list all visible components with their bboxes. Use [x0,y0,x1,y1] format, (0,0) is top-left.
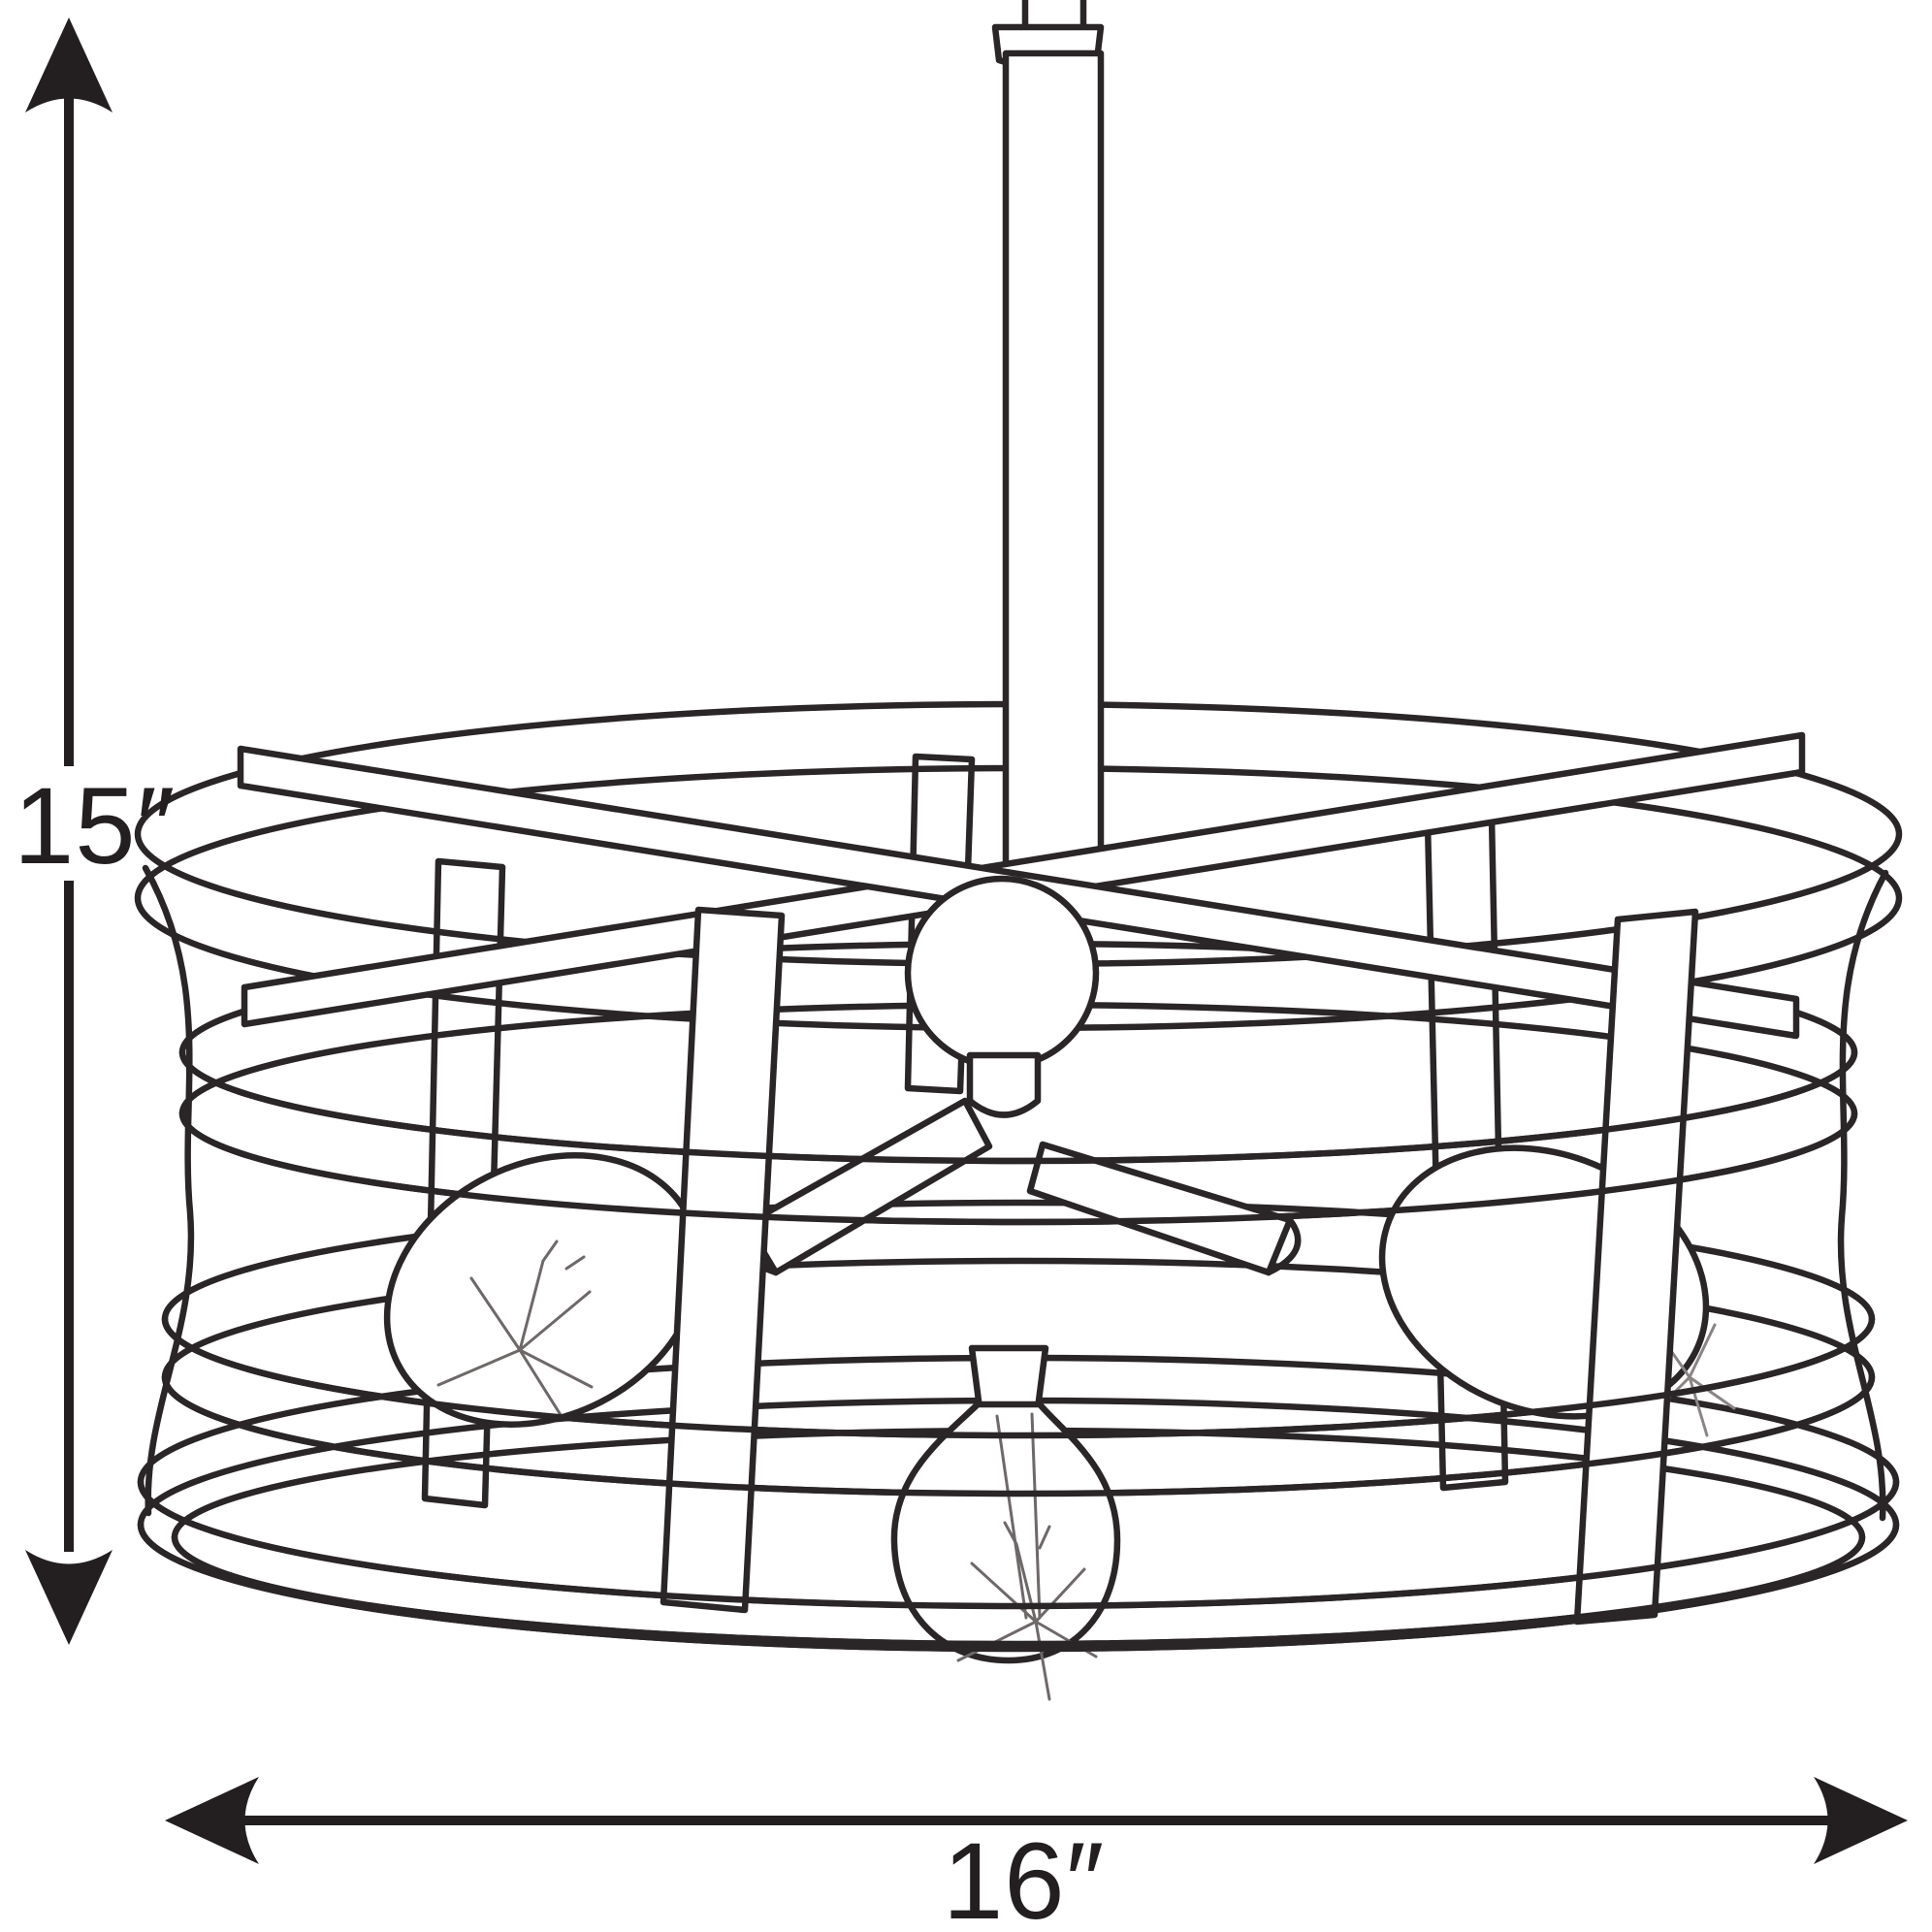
hub-neck [966,1051,1042,1118]
cage-side-rails [142,864,1889,1522]
arrow-up-icon [25,17,113,113]
width-dimension-arrow [165,1777,1908,1864]
width-dimension-label: 16″ [943,1820,1106,1932]
stem-group [991,0,1105,885]
left-socket-arm [743,1097,993,1276]
height-dimension-label: 15″ [14,765,177,886]
cage-front-straps [660,906,1699,1626]
right-socket-cap [1265,1216,1302,1276]
arrow-right-icon [1814,1777,1908,1864]
cage-ring-front-edges [137,1048,1900,1653]
center-socket [968,1344,1049,1412]
height-dimension-arrow [25,17,113,1645]
arrow-down-icon [25,1550,113,1645]
left-bulb-filament [436,1240,594,1420]
downrod [1002,49,1105,885]
center-bulb [890,1401,1121,1664]
arrow-left-icon [165,1777,259,1864]
stem-tube [1021,0,1087,29]
hub-ball [904,875,1100,1071]
